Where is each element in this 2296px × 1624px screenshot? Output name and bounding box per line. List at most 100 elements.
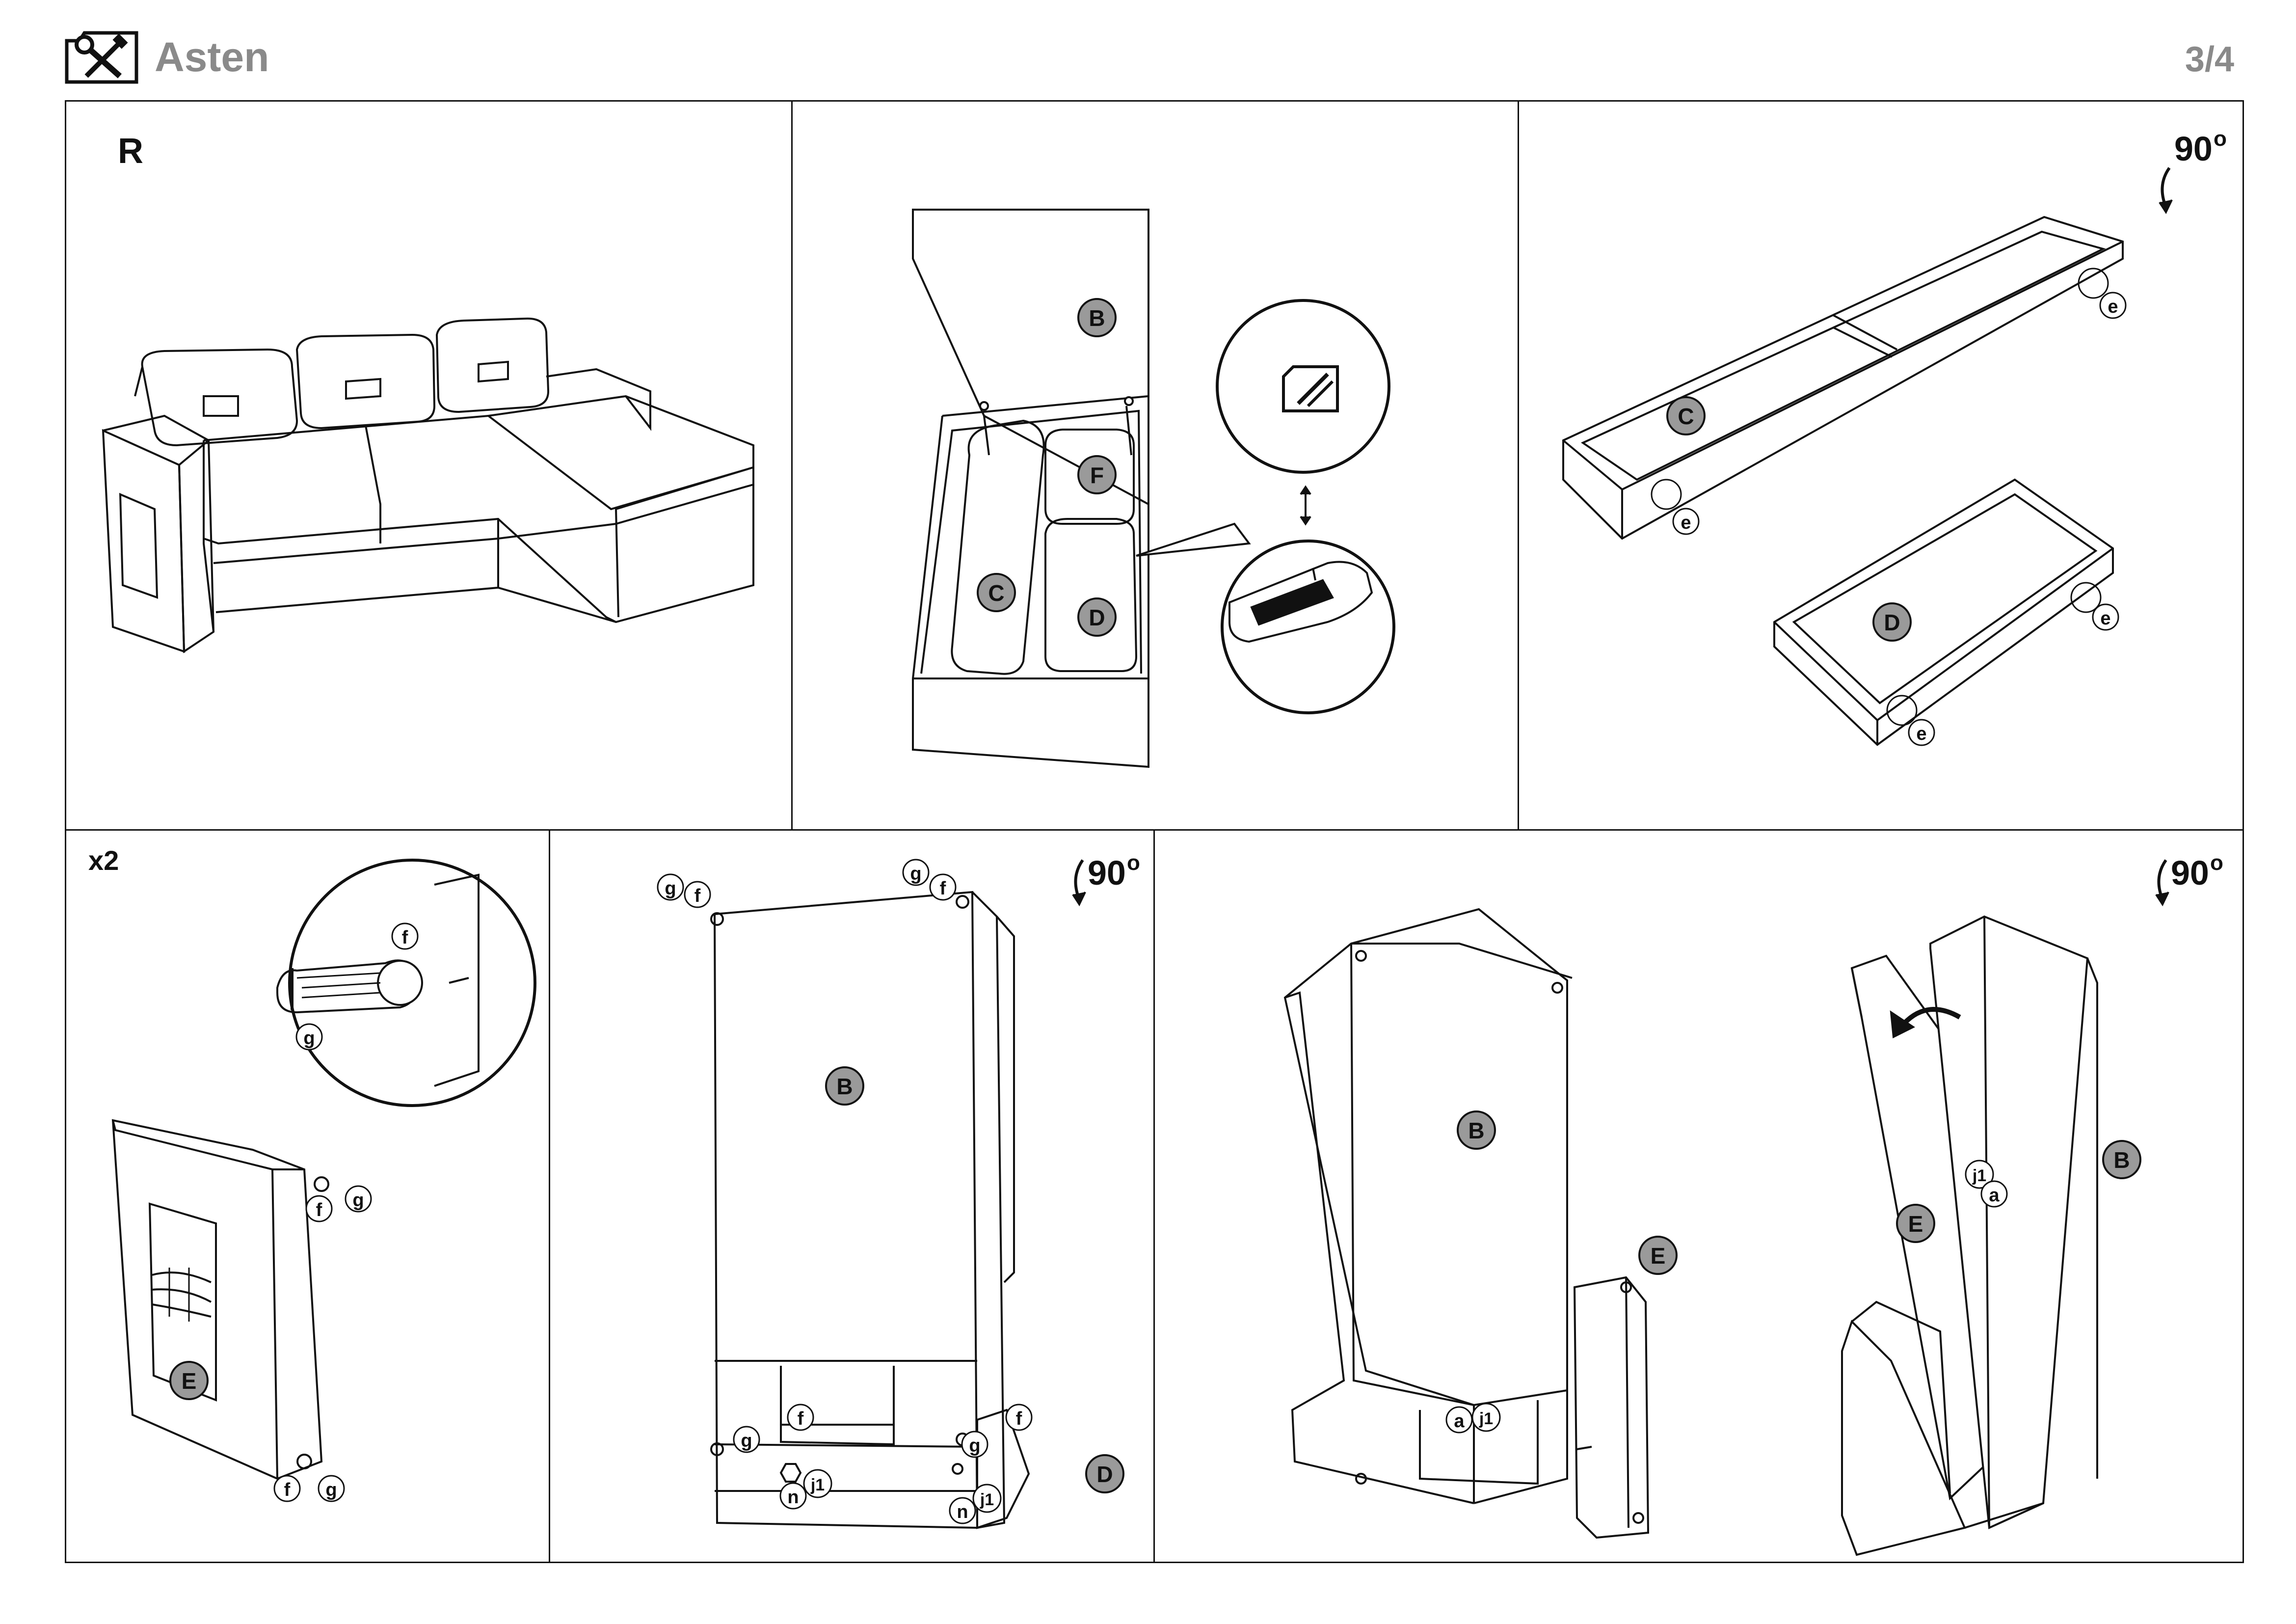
- svg-text:B: B: [1089, 305, 1105, 331]
- svg-text:90: 90: [1088, 854, 1126, 892]
- part-label-b: B: [825, 1066, 864, 1106]
- fastener-label-g: g: [657, 873, 684, 901]
- fastener-label-g: g: [733, 1426, 760, 1453]
- svg-text:e: e: [2108, 297, 2118, 317]
- svg-text:g: g: [352, 1190, 364, 1211]
- svg-text:j1: j1: [810, 1476, 825, 1494]
- svg-text:a: a: [1989, 1185, 2000, 1206]
- part-label-b: B: [1457, 1110, 1496, 1150]
- svg-text:f: f: [940, 878, 946, 899]
- step-1-panel: R: [66, 102, 793, 831]
- fastener-label-f: f: [391, 922, 419, 950]
- svg-text:n: n: [787, 1487, 799, 1508]
- svg-text:f: f: [402, 927, 408, 948]
- fastener-label-e: e: [2092, 603, 2119, 631]
- svg-text:f: f: [1016, 1408, 1022, 1429]
- corner-sofa-illustration: R: [102, 132, 754, 653]
- svg-text:90: 90: [2171, 854, 2209, 892]
- tools-icon: [65, 31, 138, 84]
- svg-text:g: g: [910, 864, 921, 884]
- svg-text:o: o: [2210, 851, 2223, 875]
- rotate-90-icon: 90 o: [1072, 851, 1140, 907]
- svg-text:D: D: [1096, 1462, 1113, 1487]
- svg-text:f: f: [284, 1480, 291, 1500]
- quantity-marker: x2: [88, 845, 119, 876]
- fastener-label-e: e: [1908, 719, 1935, 746]
- part-label-c: C: [977, 573, 1016, 612]
- svg-text:D: D: [1089, 605, 1105, 630]
- svg-text:e: e: [1916, 724, 1926, 744]
- part-label-e: E: [1896, 1204, 1935, 1243]
- fastener-label-j1: j1: [803, 1469, 832, 1498]
- svg-text:g: g: [665, 878, 676, 899]
- fastener-label-f: f: [787, 1404, 814, 1431]
- svg-text:j1: j1: [1972, 1166, 1986, 1185]
- step-5-panel: 90 o g f g f f g: [550, 831, 1155, 1562]
- fastener-label-n: n: [779, 1482, 807, 1510]
- svg-text:E: E: [1908, 1211, 1923, 1237]
- fastener-label-f: f: [305, 1195, 333, 1222]
- svg-text:90: 90: [2174, 130, 2213, 168]
- svg-text:f: f: [694, 886, 701, 906]
- svg-text:f: f: [798, 1408, 804, 1429]
- part-label-d: D: [1085, 1454, 1124, 1493]
- step-marker: R: [118, 132, 143, 171]
- page-header: Asten 3/4: [0, 0, 2296, 98]
- fastener-label-f: f: [273, 1475, 301, 1502]
- svg-text:E: E: [1651, 1243, 1666, 1269]
- side-panels-illustration: 90 o e: [1562, 127, 2227, 746]
- svg-text:C: C: [1678, 404, 1694, 429]
- fastener-label-j1: j1: [1471, 1403, 1501, 1432]
- armrest-fastening-illustration: x2 f g: [88, 845, 536, 1502]
- fastener-label-g: g: [345, 1185, 372, 1213]
- svg-text:j1: j1: [980, 1490, 994, 1509]
- svg-text:o: o: [2214, 127, 2227, 151]
- part-label-b: B: [2102, 1140, 2141, 1179]
- fastener-label-j1: j1: [1965, 1160, 1994, 1189]
- svg-text:f: f: [316, 1200, 322, 1220]
- svg-text:n: n: [957, 1502, 968, 1522]
- fastener-label-e: e: [2099, 292, 2127, 319]
- fastener-label-g: g: [902, 859, 930, 886]
- svg-text:g: g: [741, 1431, 752, 1451]
- backrest-fastening-illustration: 90 o g f g f f g: [657, 851, 1140, 1529]
- svg-text:a: a: [1454, 1411, 1465, 1432]
- rotate-90-icon: 90 o: [2159, 127, 2227, 215]
- svg-text:g: g: [325, 1480, 337, 1500]
- fastener-label-e: e: [1672, 508, 1700, 535]
- rotate-90-icon: 90 o: [2155, 851, 2223, 907]
- svg-text:e: e: [2100, 608, 2110, 629]
- fastener-label-g: g: [295, 1023, 323, 1051]
- step-6-panel: 90 o: [1155, 831, 2243, 1562]
- svg-text:B: B: [2113, 1147, 2130, 1173]
- storage-box-illustration: B F C D: [912, 209, 1395, 768]
- part-label-d: D: [1077, 597, 1117, 637]
- armrest-attach-illustration: 90 o: [1283, 851, 2223, 1556]
- assembly-steps-grid: R: [65, 100, 2244, 1563]
- part-label-d: D: [1872, 602, 1912, 642]
- document-tools-icon: [1282, 365, 1339, 412]
- svg-text:B: B: [1468, 1118, 1484, 1143]
- page-number: 3/4: [2185, 40, 2234, 79]
- svg-text:F: F: [1090, 462, 1104, 488]
- svg-text:E: E: [182, 1368, 197, 1394]
- part-label-e: E: [1638, 1236, 1678, 1275]
- part-label-c: C: [1666, 396, 1706, 435]
- fastener-label-a: a: [1445, 1406, 1473, 1434]
- document-title: Asten: [155, 34, 269, 80]
- fastener-label-f: f: [1005, 1404, 1033, 1431]
- part-label-e: E: [169, 1361, 209, 1400]
- svg-text:e: e: [1681, 513, 1691, 533]
- svg-text:g: g: [303, 1028, 315, 1049]
- svg-text:B: B: [836, 1074, 853, 1099]
- fastener-label-j1: j1: [972, 1484, 1002, 1513]
- fastener-label-n: n: [949, 1497, 976, 1524]
- step-3-panel: 90 o e: [1519, 102, 2243, 831]
- fastener-label-g: g: [961, 1431, 988, 1458]
- fastener-label-f: f: [684, 881, 711, 908]
- fastener-label-f: f: [929, 873, 957, 901]
- svg-text:o: o: [1127, 851, 1140, 875]
- svg-text:D: D: [1884, 610, 1900, 635]
- svg-text:g: g: [969, 1435, 980, 1456]
- part-label-f: F: [1077, 455, 1117, 494]
